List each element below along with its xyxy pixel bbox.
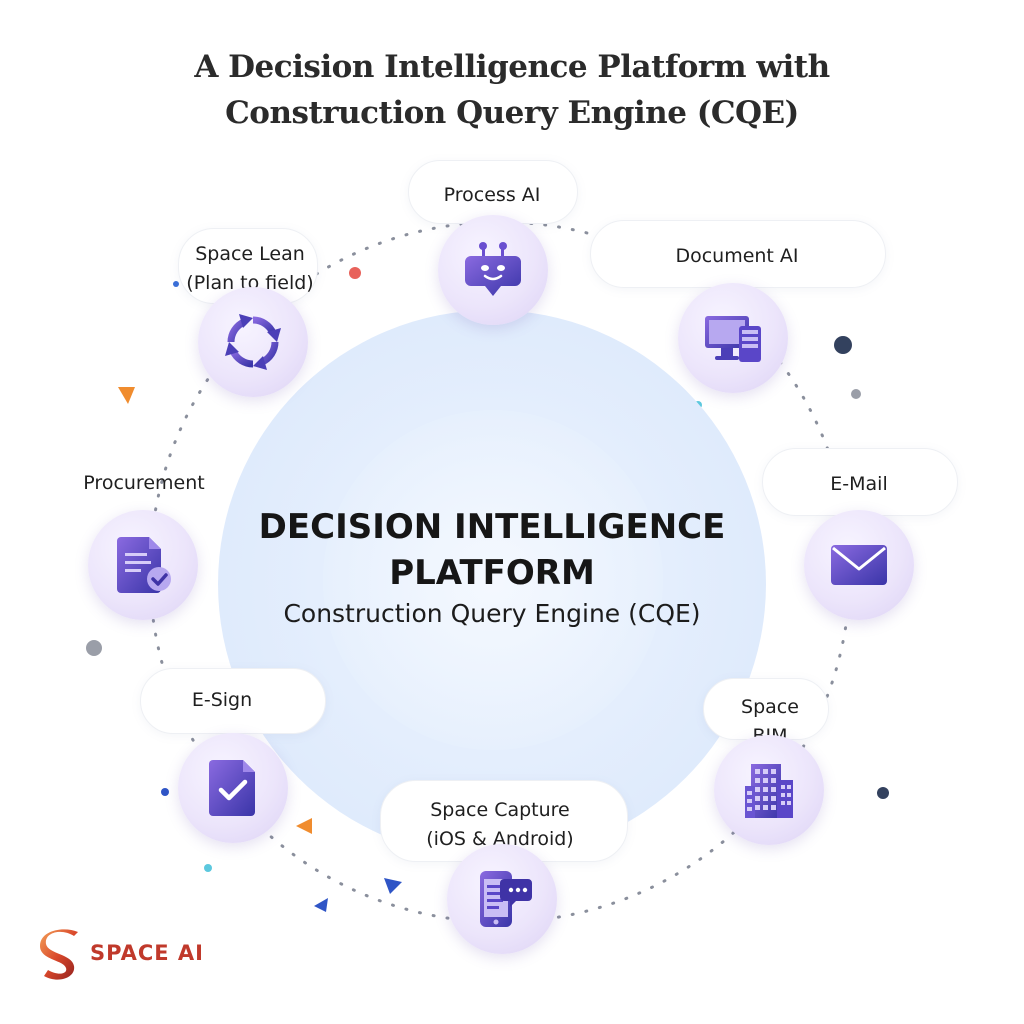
process-ai-node[interactable] xyxy=(438,215,548,325)
accent-dot xyxy=(851,389,861,399)
page-title: A Decision Intelligence Platform with Co… xyxy=(0,44,1024,136)
space-lean-label-line-2: (Plan to field) xyxy=(186,272,314,294)
page-title-line-2: Construction Query Engine (CQE) xyxy=(225,95,799,131)
email-label: E-Mail xyxy=(830,473,888,495)
process-ai-label: Process AI xyxy=(443,184,541,206)
esign-node[interactable] xyxy=(178,733,288,843)
esign-label: E-Sign xyxy=(191,689,253,711)
robot-chat-icon xyxy=(461,238,525,302)
space-bim-label-line-1: Space xyxy=(741,696,799,718)
space-ai-logo: SPACE AI xyxy=(38,928,208,984)
space-bim-node[interactable] xyxy=(714,735,824,845)
accent-dot xyxy=(877,787,889,799)
accent-triangle xyxy=(384,878,402,894)
hub-title: DECISION INTELLIGENCE PLATFORM xyxy=(218,504,766,596)
desktop-devices-icon xyxy=(701,306,765,370)
esign-label-pill xyxy=(140,668,326,734)
platform-hub-glow xyxy=(323,410,663,750)
envelope-icon xyxy=(827,533,891,597)
hub-subtitle: Construction Query Engine (CQE) xyxy=(283,599,701,628)
accent-dot xyxy=(86,640,102,656)
email-label-pill xyxy=(762,448,958,516)
accent-triangle xyxy=(118,387,135,404)
accent-dot xyxy=(161,788,169,796)
checklist-document-icon xyxy=(111,533,175,597)
email-node[interactable] xyxy=(804,510,914,620)
space-capture-label-line-2: (iOS & Android) xyxy=(426,828,574,850)
space-capture-label-line-1: Space Capture xyxy=(430,799,570,821)
accent-triangle xyxy=(296,818,312,834)
hub-title-line-2: PLATFORM xyxy=(389,553,595,593)
accent-triangle xyxy=(314,898,328,912)
accent-dot xyxy=(173,281,179,287)
smartphone-chat-icon xyxy=(470,867,534,931)
document-ai-label: Document AI xyxy=(675,245,799,267)
document-ai-label-pill xyxy=(590,220,886,288)
page-title-line-1: A Decision Intelligence Platform with xyxy=(194,49,830,85)
space-lean-node[interactable] xyxy=(198,287,308,397)
building-icon xyxy=(737,758,801,822)
accent-dot xyxy=(349,267,361,279)
space-ai-logo-icon xyxy=(38,928,82,984)
accent-dot xyxy=(834,336,852,354)
procurement-node[interactable] xyxy=(88,510,198,620)
space-lean-label: Space Lean (Plan to field) xyxy=(172,240,328,298)
space-capture-label: Space Capture (iOS & Android) xyxy=(380,796,620,854)
space-lean-label-line-1: Space Lean xyxy=(195,243,305,265)
document-ai-node[interactable] xyxy=(678,283,788,393)
brand-name: SPACE AI xyxy=(90,941,204,965)
procurement-label: Procurement xyxy=(83,472,205,494)
hub-title-line-1: DECISION INTELLIGENCE xyxy=(258,507,726,547)
cycle-arrows-icon xyxy=(221,310,285,374)
accent-dot xyxy=(204,864,212,872)
signed-document-icon xyxy=(201,756,265,820)
space-capture-node[interactable] xyxy=(447,844,557,954)
